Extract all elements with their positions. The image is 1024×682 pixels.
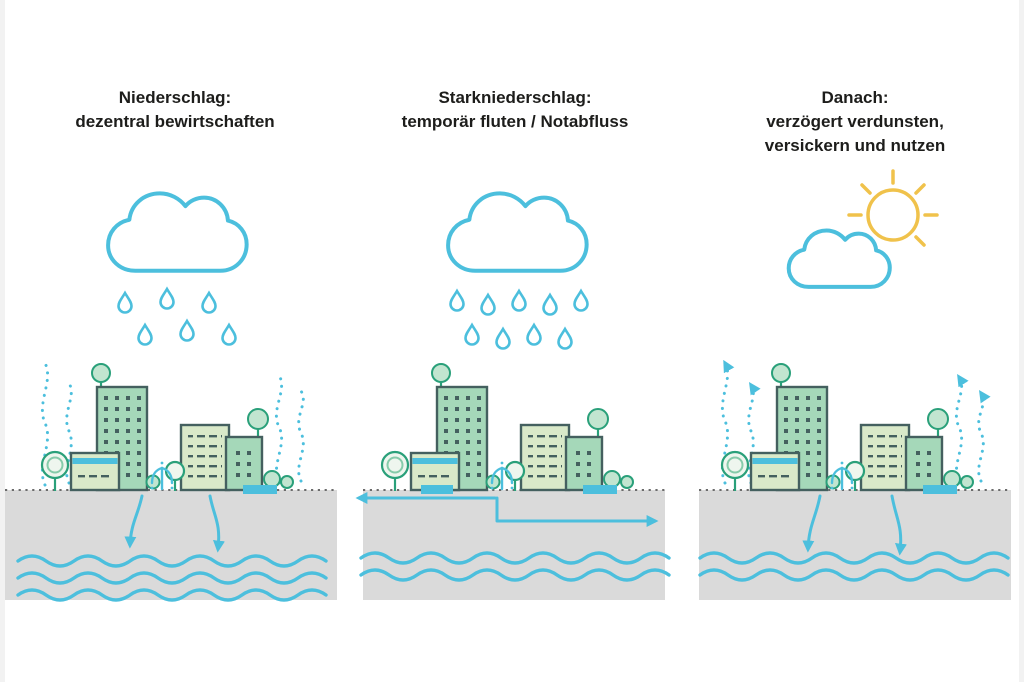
illustration-danach [698, 169, 1011, 600]
panel-danach: Danach: verzögert verdunsten, versickern… [685, 0, 1019, 682]
infiltration-arrows [124, 494, 225, 553]
cloud-icon [789, 230, 890, 286]
title-line: dezentral bewirtschaften [75, 112, 275, 131]
ground [699, 490, 1011, 600]
overflow-basin [421, 485, 453, 494]
panel-title: Niederschlag: dezentral bewirtschaften [75, 86, 274, 165]
title-line: Niederschlag: [118, 88, 232, 107]
title-line: Starkniederschlag: [438, 88, 592, 107]
panel-starkniederschlag: Starkniederschlag: temporär fluten / Not… [345, 0, 685, 682]
panel-title: Starkniederschlag: temporär fluten / Not… [402, 86, 629, 165]
city-scene [380, 362, 635, 496]
runoff-arrows [355, 492, 659, 527]
sun-icon [847, 169, 939, 247]
infiltration-arrows [802, 494, 907, 556]
illustration-starkniederschlag [355, 191, 671, 600]
city-scene [40, 362, 295, 496]
panel-niederschlag: Niederschlag: dezentral bewirtschaften [5, 0, 345, 682]
title-line: Danach: [821, 88, 889, 107]
title-line: versickern und nutzen [764, 136, 946, 155]
rain-drops [449, 289, 589, 350]
panel-title: Danach: verzögert verdunsten, versickern… [765, 86, 945, 165]
ground [363, 490, 665, 600]
rain-cloud-icon [106, 191, 249, 273]
rain-drops [117, 287, 237, 346]
rain-cloud-icon [446, 191, 589, 273]
illustration-niederschlag [5, 191, 337, 602]
title-line: temporär fluten / Notabfluss [401, 112, 629, 131]
evaporation-arrows [720, 359, 991, 485]
title-line: verzögert verdunsten, [766, 112, 944, 131]
city-scene [720, 362, 975, 496]
